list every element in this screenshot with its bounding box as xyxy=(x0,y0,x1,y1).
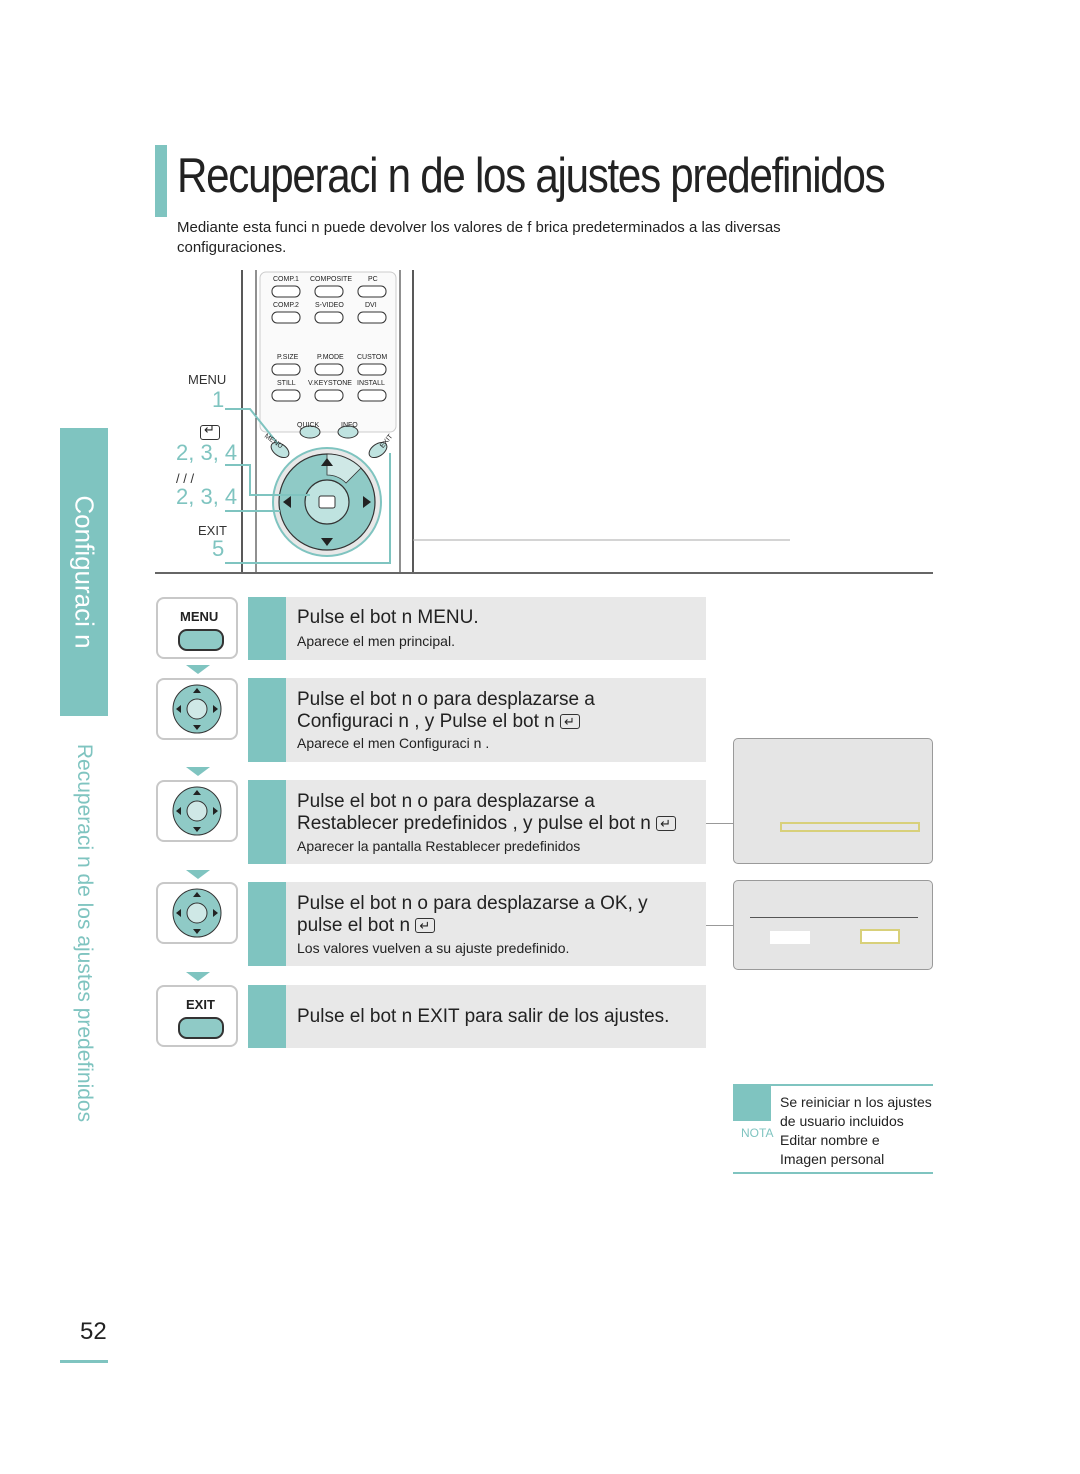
note-bottom-line xyxy=(733,1172,933,1174)
step-2-text-line2: Configuraci n , y Pulse el bot n xyxy=(297,711,580,734)
step-2-icon xyxy=(156,678,238,740)
arrows-callout-label: / / / xyxy=(176,471,195,486)
note-marker xyxy=(733,1086,771,1121)
step-3-subtext: Aparecer la pantalla Restablecer predefi… xyxy=(297,838,581,854)
comp1-label: COMP.1 xyxy=(273,276,299,283)
exit-callout-num: 5 xyxy=(212,536,225,561)
title-accent-bar xyxy=(155,145,167,217)
section-tab-label: Configuraci n xyxy=(69,495,100,649)
step-2-text-line1: Pulse el bot n o para desplazarse a xyxy=(297,689,595,710)
enter-icon xyxy=(559,712,580,734)
step-5-box: Pulse el bot n EXIT para salir de los aj… xyxy=(286,985,706,1048)
svideo-label: S-VIDEO xyxy=(315,302,344,309)
still-label: STILL xyxy=(277,380,296,387)
step-4-marker xyxy=(248,882,286,966)
quick-label: QUICK xyxy=(297,422,320,429)
step-5-text: Pulse el bot n EXIT para salir de los aj… xyxy=(297,1006,670,1027)
info-label: INFO xyxy=(341,422,358,429)
exit-button-icon xyxy=(178,1017,224,1039)
dpad-icon xyxy=(172,786,222,836)
step-4-subtext: Los valores vuelven a su ajuste predefin… xyxy=(297,940,570,956)
osd-ok-button xyxy=(860,929,900,944)
step-2-box: Pulse el bot n o para desplazarse a Conf… xyxy=(286,678,706,762)
osd-divider xyxy=(750,917,918,918)
intro-text: Mediante esta funci n puede devolver los… xyxy=(177,219,781,256)
pmode-label: P.MODE xyxy=(317,354,344,361)
vkeystone-label: V.KEYSTONE xyxy=(308,380,352,387)
psize-label: P.SIZE xyxy=(277,354,299,361)
install-label: INSTALL xyxy=(357,380,385,387)
step-1-icon: MENU xyxy=(156,597,238,659)
note-label: NOTA xyxy=(741,1126,774,1140)
menu-button-icon xyxy=(178,629,224,651)
pc-label: PC xyxy=(368,276,378,283)
note-text: Se reiniciar n los ajustes de usuario in… xyxy=(780,1094,932,1167)
step-arrow xyxy=(186,665,210,674)
step-1-text: Pulse el bot n MENU. xyxy=(297,607,479,628)
step-arrow xyxy=(186,767,210,776)
exit-callout-label: EXIT xyxy=(198,523,227,538)
section-subtitle: Recuperaci n de los ajustes predefinidos xyxy=(73,743,96,1123)
enter-icon xyxy=(415,916,436,938)
step-3-marker xyxy=(248,780,286,864)
osd-cancel-button xyxy=(770,931,810,944)
step-5-marker xyxy=(248,985,286,1048)
section-divider xyxy=(155,572,933,574)
step-arrow xyxy=(186,870,210,879)
enter-callout-icon xyxy=(200,423,220,442)
enter-callout-num: 2, 3, 4 xyxy=(176,440,238,465)
step-4-text-line2: pulse el bot n xyxy=(297,915,436,938)
step-4-box: Pulse el bot n o para desplazarse a OK, … xyxy=(286,882,706,966)
osd-highlight xyxy=(780,822,920,832)
remote-illustration xyxy=(225,270,790,574)
menu-button-label: MENU xyxy=(180,609,219,624)
remote-diagram: COMP.1 COMPOSITE PC COMP.2 S-VIDEO DVI P… xyxy=(150,268,940,576)
page-number: 52 xyxy=(80,1318,107,1345)
arrows-callout-num: 2, 3, 4 xyxy=(176,484,238,509)
step-3-icon xyxy=(156,780,238,842)
step-1-marker xyxy=(248,597,286,660)
step-5-icon: EXIT xyxy=(156,985,238,1047)
osd-reset-dialog xyxy=(733,880,933,970)
step-3-text-line1: Pulse el bot n o para desplazarse a xyxy=(297,791,595,812)
page-number-underline xyxy=(60,1360,108,1363)
page-title: Recuperaci n de los ajustes predefinidos xyxy=(177,149,886,203)
osd-connector xyxy=(706,823,734,824)
step-2-marker xyxy=(248,678,286,762)
osd-setup-menu xyxy=(733,738,933,864)
step-1-box: Pulse el bot n MENU. Aparece el men prin… xyxy=(286,597,706,660)
step-2-subtext: Aparece el men Configuraci n . xyxy=(297,735,490,751)
step-4-icon xyxy=(156,882,238,944)
section-tab xyxy=(60,428,108,716)
comp2-label: COMP.2 xyxy=(273,302,299,309)
step-arrow xyxy=(186,972,210,981)
step-1-subtext: Aparece el men principal. xyxy=(297,633,455,649)
exit-button-label: EXIT xyxy=(186,997,215,1012)
dvi-label: DVI xyxy=(365,302,377,309)
dpad-icon xyxy=(172,888,222,938)
enter-icon xyxy=(656,814,677,836)
custom-label: CUSTOM xyxy=(357,354,388,361)
menu-callout-label: MENU xyxy=(188,372,227,387)
menu-callout-num: 1 xyxy=(212,387,225,412)
dpad-icon xyxy=(172,684,222,734)
osd-connector xyxy=(706,925,734,926)
step-4-text-line1: Pulse el bot n o para desplazarse a OK, … xyxy=(297,893,648,914)
step-3-box: Pulse el bot n o para desplazarse a Rest… xyxy=(286,780,706,864)
note-top-line xyxy=(733,1084,933,1086)
step-3-text-line2: Restablecer predefinidos , y pulse el bo… xyxy=(297,813,677,836)
composite-label: COMPOSITE xyxy=(310,276,353,283)
